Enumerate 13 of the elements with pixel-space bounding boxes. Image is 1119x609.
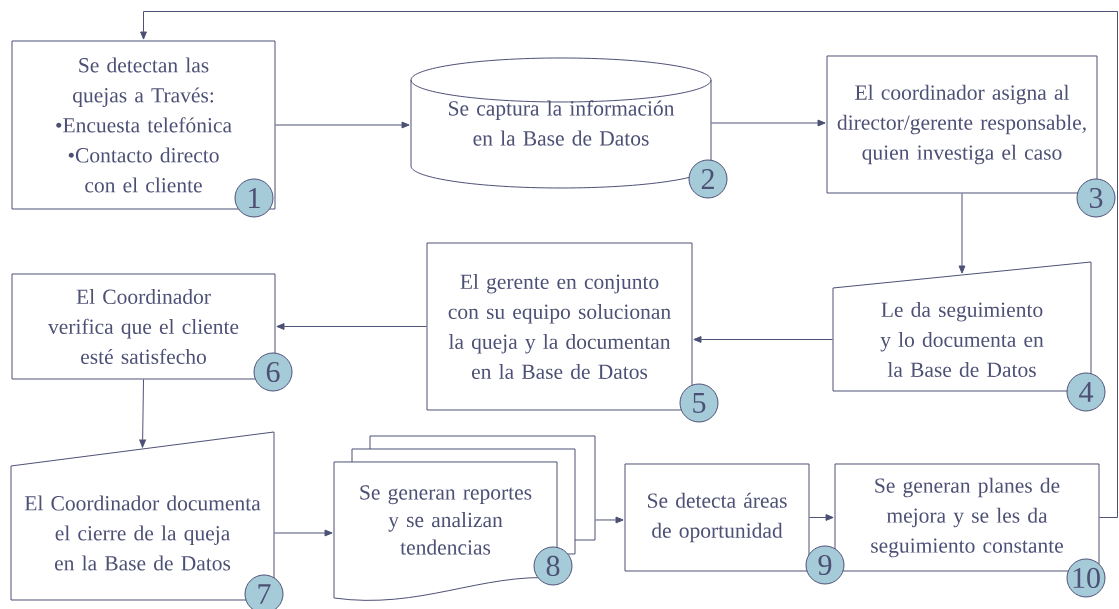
arrow bbox=[595, 516, 624, 524]
arrow bbox=[274, 529, 333, 537]
node-label: Se captura la información en la Base de Datos bbox=[449, 100, 675, 146]
process-box: El gerente en conjunto con su equipo solucionan la queja y la documentan en la Base de Datos bbox=[426, 242, 693, 411]
arrow bbox=[711, 119, 826, 127]
process-box: Se detecta áreas de oportunidad bbox=[624, 463, 810, 572]
arrow bbox=[140, 11, 1118, 518]
arrow bbox=[139, 379, 147, 448]
arrow bbox=[275, 121, 410, 129]
arrow bbox=[958, 193, 966, 274]
arrow bbox=[809, 514, 834, 521]
arrow bbox=[693, 336, 833, 343]
arrow bbox=[276, 323, 427, 330]
